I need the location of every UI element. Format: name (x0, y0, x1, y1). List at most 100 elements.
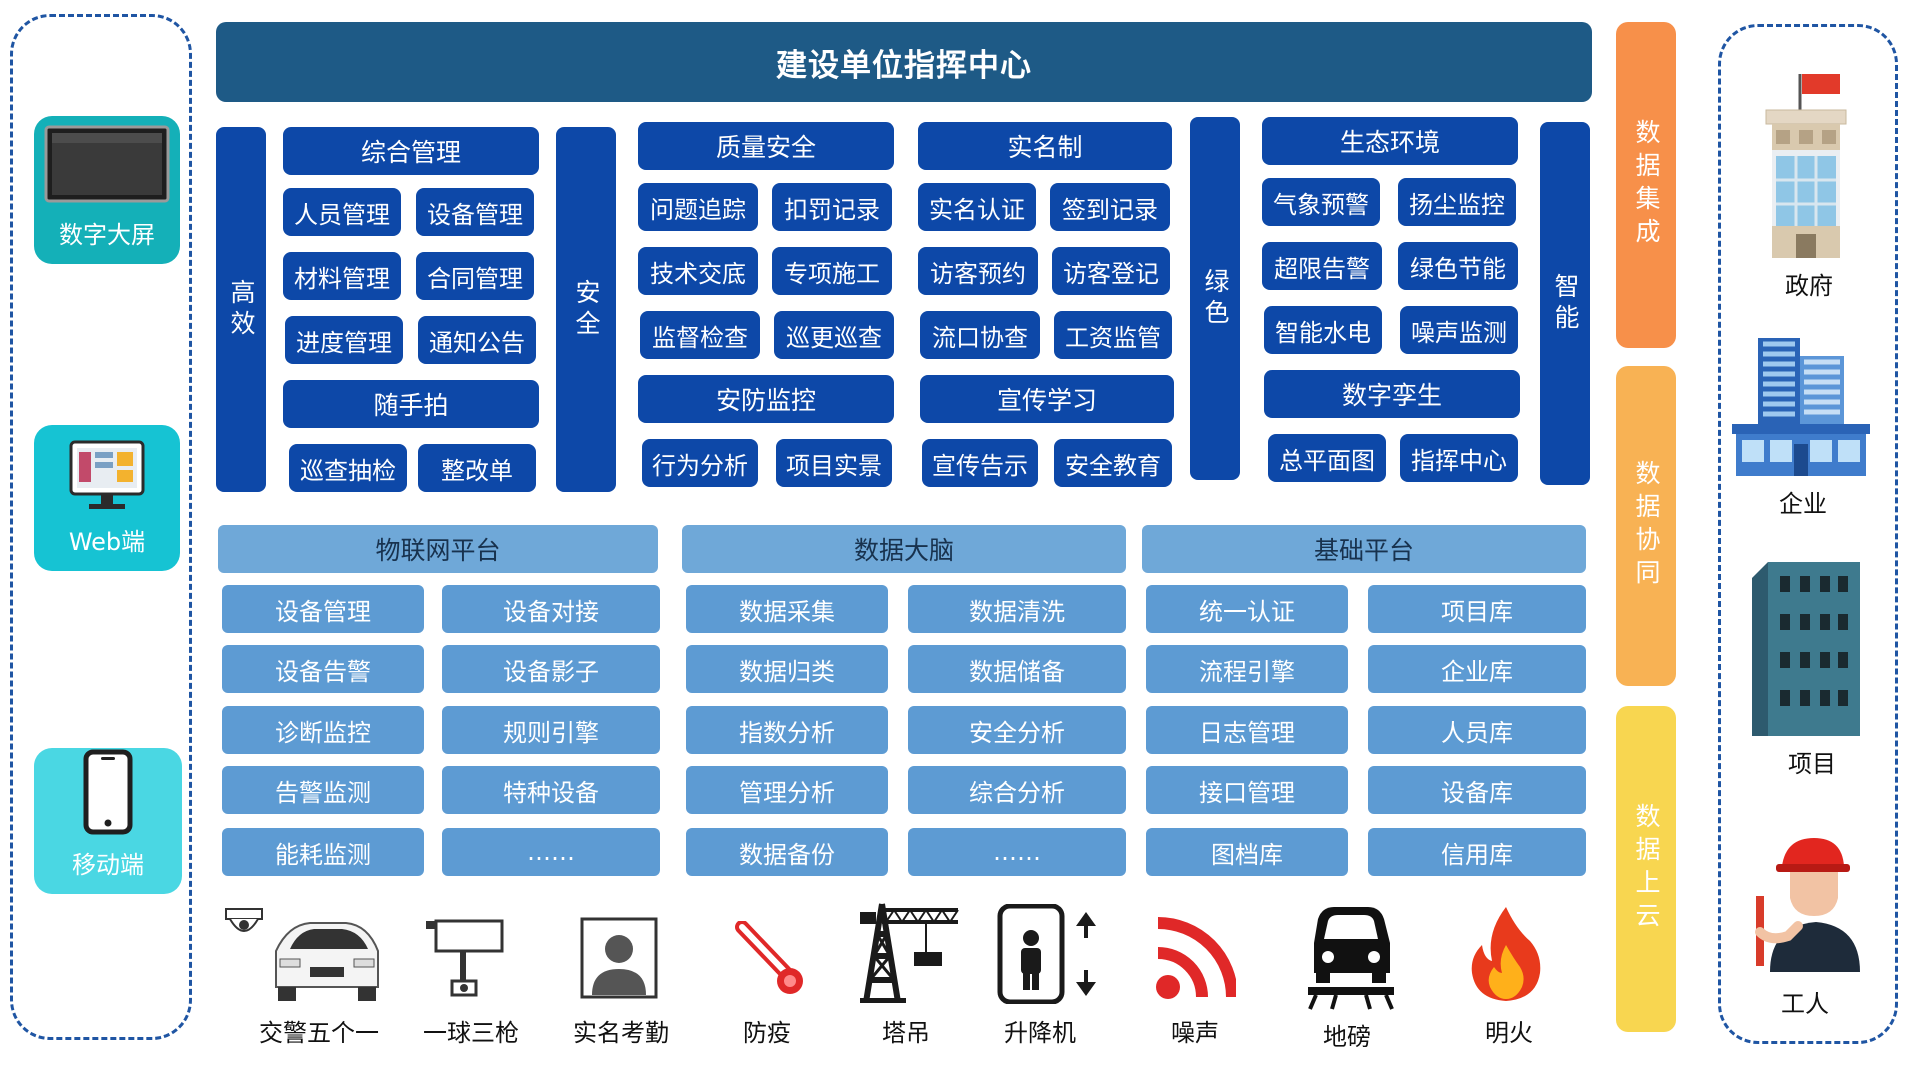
platform-item[interactable]: 数据归类 (686, 645, 888, 693)
entity-project[interactable]: 项目 (1750, 560, 1874, 780)
platform-item[interactable]: 统一认证 (1146, 585, 1348, 633)
noise-wave-icon (1156, 917, 1236, 999)
module-header[interactable]: 宣传学习 (920, 375, 1174, 423)
module-item[interactable]: 流口协查 (920, 311, 1040, 359)
module-item[interactable]: 噪声监测 (1400, 306, 1518, 354)
entity-label: 企业 (1779, 490, 1827, 518)
module-item[interactable]: 访客登记 (1052, 247, 1170, 295)
platform-item[interactable]: 设备告警 (222, 645, 424, 693)
module-item[interactable]: 通知公告 (418, 316, 536, 364)
device-item[interactable]: 一球三枪 (412, 905, 530, 1047)
module-item[interactable]: 进度管理 (285, 316, 403, 364)
module-item[interactable]: 人员管理 (283, 188, 401, 236)
platform-item[interactable]: 企业库 (1368, 645, 1586, 693)
module-item[interactable]: 安全教育 (1054, 439, 1172, 487)
platform-item[interactable]: 设备对接 (442, 585, 660, 633)
platform-item[interactable]: 规则引擎 (442, 706, 660, 754)
module-item[interactable]: 合同管理 (416, 252, 534, 300)
platform-item[interactable]: 设备管理 (222, 585, 424, 633)
terminal-label: Web端 (68, 528, 146, 556)
device-item[interactable]: 交警五个一 (224, 905, 394, 1047)
platform-header-iot[interactable]: 物联网平台 (218, 525, 658, 573)
platform-item[interactable]: 告警监测 (222, 766, 424, 814)
platform-item[interactable]: 诊断监控 (222, 706, 424, 754)
module-item[interactable]: 扣罚记录 (772, 183, 892, 231)
device-label: 升降机 (1004, 1019, 1076, 1047)
category-efficient: 高效 (216, 127, 266, 492)
module-item[interactable]: 行为分析 (642, 439, 758, 487)
device-item[interactable]: 实名考勤 (562, 905, 680, 1047)
device-item[interactable]: 升降机 (990, 900, 1120, 1047)
platform-item[interactable]: 指数分析 (686, 706, 888, 754)
module-item[interactable]: 整改单 (418, 444, 536, 492)
platform-item[interactable]: 管理分析 (686, 766, 888, 814)
module-item[interactable]: 技术交底 (638, 247, 758, 295)
module-item[interactable]: 扬尘监控 (1398, 178, 1516, 226)
entity-enterprise[interactable]: 企业 (1730, 336, 1876, 526)
category-smart: 智能 (1540, 122, 1590, 485)
module-item[interactable]: 监督检查 (640, 311, 760, 359)
entity-government[interactable]: 政府 (1744, 70, 1874, 300)
module-item[interactable]: 专项施工 (772, 247, 892, 295)
platform-item[interactable]: 特种设备 (442, 766, 660, 814)
platform-item[interactable]: 人员库 (1368, 706, 1586, 754)
platform-item[interactable]: 安全分析 (908, 706, 1126, 754)
module-item[interactable]: 设备管理 (416, 188, 534, 236)
platform-item[interactable]: 数据储备 (908, 645, 1126, 693)
module-item[interactable]: 访客预约 (918, 247, 1038, 295)
terminal-web[interactable]: Web端 (34, 425, 180, 571)
device-item[interactable]: 防疫 (712, 905, 822, 1047)
module-item[interactable]: 材料管理 (283, 252, 401, 300)
terminal-label: 移动端 (72, 851, 144, 879)
module-item[interactable]: 总平面图 (1268, 434, 1386, 482)
page-title: 建设单位指挥中心 (216, 22, 1592, 102)
module-item[interactable]: 指挥中心 (1400, 434, 1518, 482)
platform-item[interactable]: 图档库 (1146, 828, 1348, 876)
platform-header-data-brain[interactable]: 数据大脑 (682, 525, 1126, 573)
module-item[interactable]: 实名认证 (918, 183, 1036, 231)
terminal-large-screen[interactable]: 数字大屏 (34, 116, 180, 264)
module-item[interactable]: 项目实景 (776, 439, 892, 487)
side-bar-collaboration: 数据协同 (1616, 366, 1676, 686)
module-item[interactable]: 工资监管 (1054, 311, 1172, 359)
module-header[interactable]: 安防监控 (638, 375, 894, 423)
platform-item[interactable]: 数据清洗 (908, 585, 1126, 633)
platform-item[interactable]: 日志管理 (1146, 706, 1348, 754)
module-item[interactable]: 绿色节能 (1398, 242, 1518, 290)
platform-item[interactable]: 数据备份 (686, 828, 888, 876)
platform-item[interactable]: …… (442, 828, 660, 876)
platform-item[interactable]: 信用库 (1368, 828, 1586, 876)
platform-item[interactable]: 能耗监测 (222, 828, 424, 876)
module-item[interactable]: 巡更巡查 (774, 311, 894, 359)
module-item[interactable]: 智能水电 (1264, 306, 1382, 354)
module-header[interactable]: 生态环境 (1262, 117, 1518, 165)
terminal-mobile[interactable]: 移动端 (34, 748, 182, 894)
platform-item[interactable]: 流程引擎 (1146, 645, 1348, 693)
platform-item[interactable]: 设备库 (1368, 766, 1586, 814)
platform-header-base[interactable]: 基础平台 (1142, 525, 1586, 573)
module-item[interactable]: 巡查抽检 (289, 444, 407, 492)
platform-item[interactable]: …… (908, 828, 1126, 876)
platform-item[interactable]: 数据采集 (686, 585, 888, 633)
platform-item[interactable]: 接口管理 (1146, 766, 1348, 814)
module-header[interactable]: 随手拍 (283, 380, 539, 428)
side-bar-cloud: 数据上云 (1616, 706, 1676, 1032)
module-item[interactable]: 宣传告示 (922, 439, 1038, 487)
module-item[interactable]: 气象预警 (1262, 178, 1380, 226)
category-green: 绿色 (1190, 117, 1240, 480)
platform-item[interactable]: 项目库 (1368, 585, 1586, 633)
device-item[interactable]: 地磅 (1292, 905, 1412, 1051)
module-header[interactable]: 综合管理 (283, 127, 539, 175)
entity-worker[interactable]: 工人 (1740, 836, 1870, 1026)
module-header[interactable]: 实名制 (918, 122, 1172, 170)
device-item[interactable]: 塔吊 (846, 900, 966, 1047)
platform-item[interactable]: 综合分析 (908, 766, 1126, 814)
module-item[interactable]: 超限告警 (1262, 242, 1382, 290)
device-item[interactable]: 噪声 (1140, 905, 1250, 1047)
module-item[interactable]: 问题追踪 (638, 183, 758, 231)
device-item[interactable]: 明火 (1454, 905, 1564, 1047)
module-item[interactable]: 签到记录 (1050, 183, 1170, 231)
module-header[interactable]: 数字孪生 (1264, 370, 1520, 418)
module-header[interactable]: 质量安全 (638, 122, 894, 170)
platform-item[interactable]: 设备影子 (442, 645, 660, 693)
